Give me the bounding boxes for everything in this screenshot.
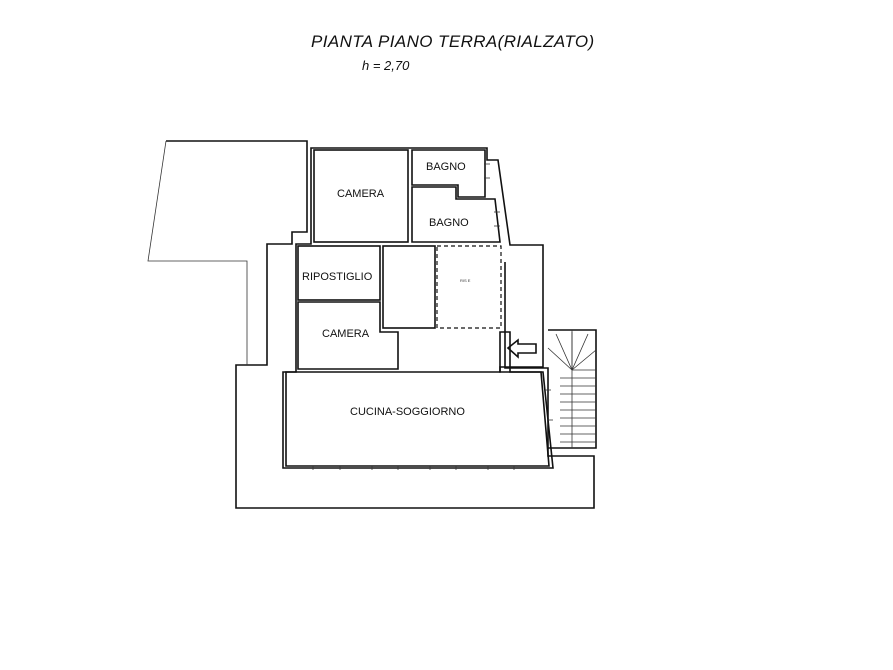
outer-perimeter bbox=[166, 140, 595, 509]
label-small-room: RIS E bbox=[460, 278, 471, 283]
wall-camera-top bbox=[313, 149, 409, 243]
staircase bbox=[547, 329, 597, 449]
wall-cucina-soggiorno bbox=[285, 331, 550, 467]
label-bagno-1: BAGNO bbox=[426, 161, 466, 173]
label-ripostiglio: RIPOSTIGLIO bbox=[302, 271, 373, 283]
wall-camera-bottom bbox=[297, 301, 399, 370]
wall-bagno-1 bbox=[411, 149, 486, 198]
wall-dashed-room bbox=[436, 245, 502, 329]
wall-bagno-2 bbox=[411, 186, 501, 243]
label-camera-bottom: CAMERA bbox=[322, 328, 370, 340]
label-camera-top: CAMERA bbox=[337, 188, 385, 200]
wall-ripostiglio bbox=[297, 245, 381, 301]
entrance-arrow-icon bbox=[506, 338, 537, 359]
ceiling-height-note: h = 2,70 bbox=[362, 58, 410, 73]
label-cucina-soggiorno: CUCINA-SOGGIORNO bbox=[350, 406, 465, 418]
plan-title: PIANTA PIANO TERRA(RIALZATO) bbox=[311, 32, 595, 51]
label-bagno-2: BAGNO bbox=[429, 217, 469, 229]
wall-corridor bbox=[382, 245, 436, 329]
house-outline bbox=[282, 147, 554, 469]
window-marks bbox=[312, 163, 553, 470]
terrace-left-edge bbox=[147, 140, 248, 365]
